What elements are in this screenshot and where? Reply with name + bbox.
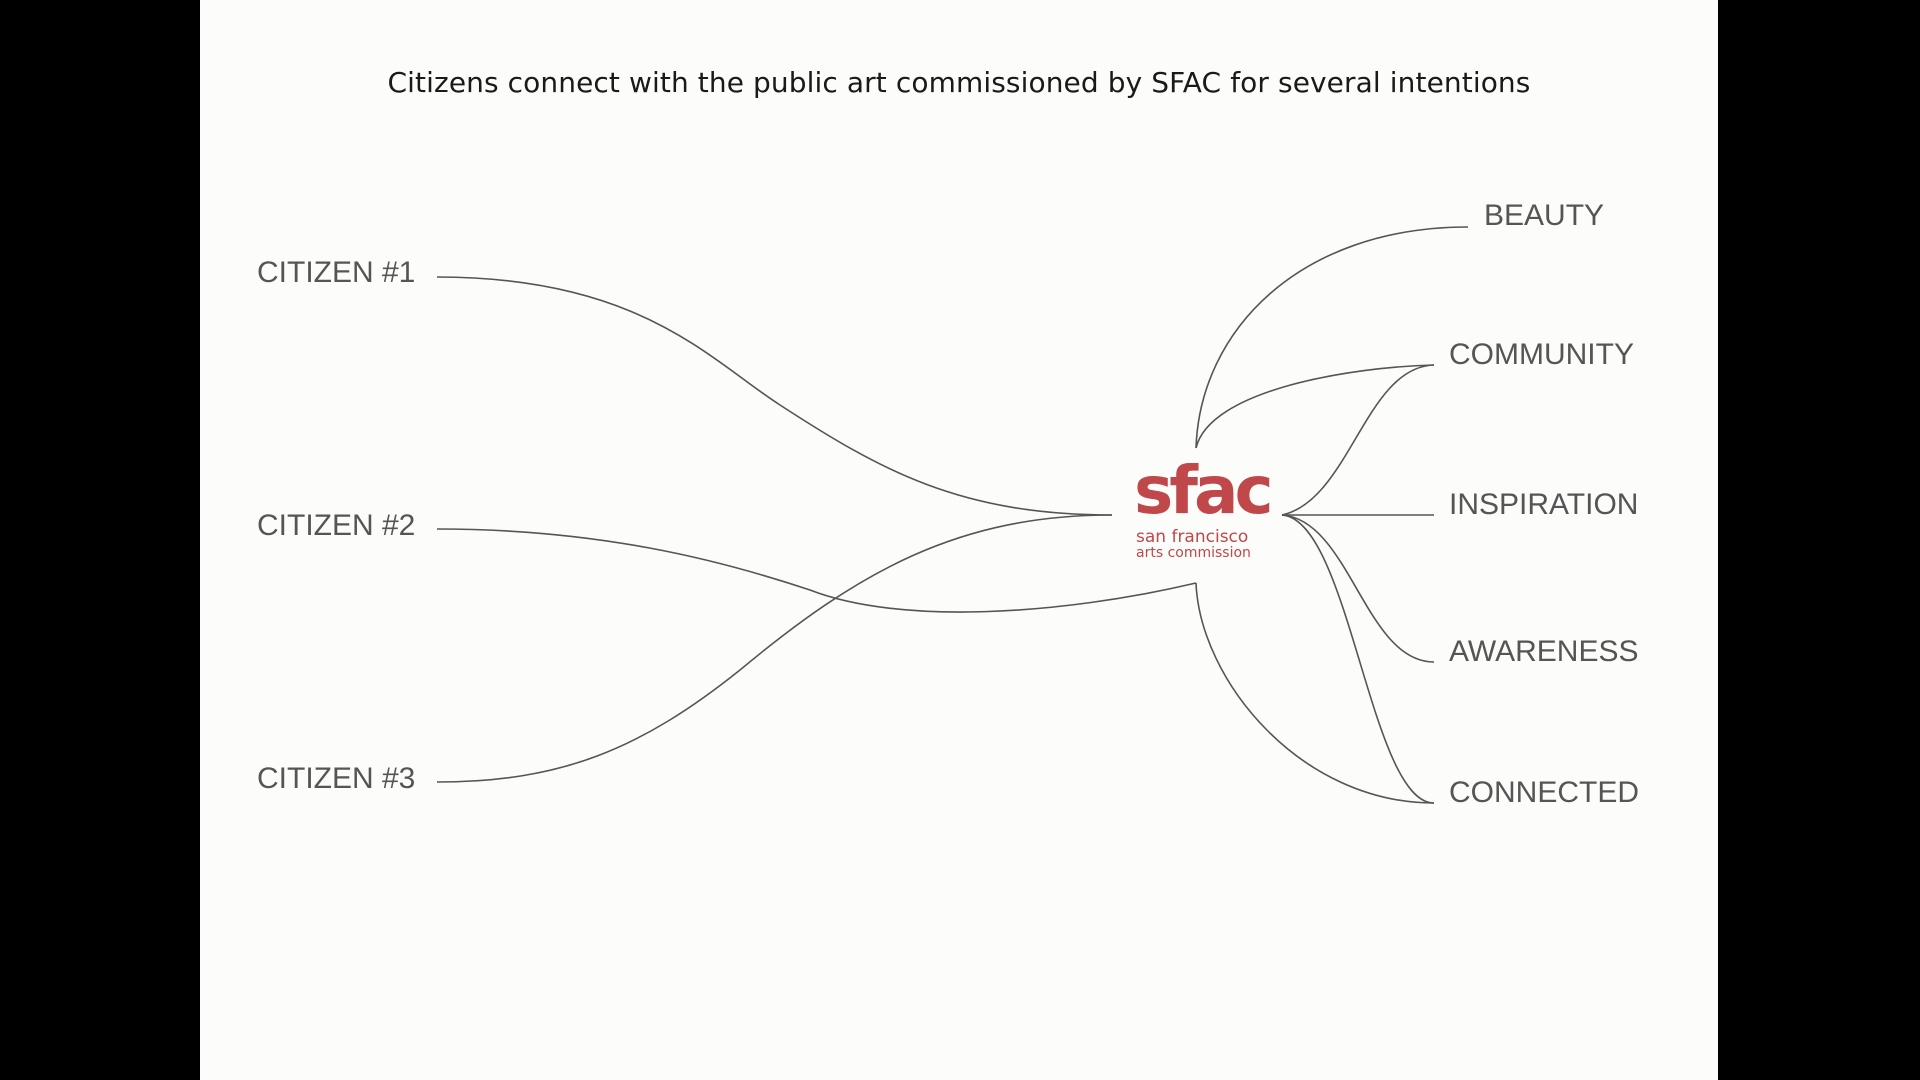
link-awareness [1281, 514, 1435, 663]
link-community-right [1281, 364, 1435, 516]
slide: Citizens connect with the public art com… [200, 0, 1718, 1080]
slide-title: Citizens connect with the public art com… [387, 66, 1531, 99]
intention-connected-label: CONNECTED [1449, 776, 1640, 809]
citizen-1-label: CITIZEN #1 [257, 256, 416, 289]
sfac-logo: sfac san francisco arts commission [1130, 458, 1274, 568]
link-citizen-2 [436, 528, 1197, 613]
link-connected-right [1281, 514, 1435, 804]
link-beauty [1195, 226, 1469, 449]
citizen-3-label: CITIZEN #3 [257, 762, 416, 795]
intention-community-label: COMMUNITY [1449, 338, 1634, 371]
link-citizen-3 [436, 514, 1113, 783]
sfac-wordmark: sfac [1134, 452, 1274, 529]
link-connected-bottom [1195, 582, 1435, 804]
intention-inspiration-label: INSPIRATION [1449, 488, 1639, 521]
sfac-logo-line1: san francisco [1136, 527, 1249, 547]
citizen-2-label: CITIZEN #2 [257, 509, 416, 542]
intention-beauty-label: BEAUTY [1484, 199, 1605, 232]
intention-awareness-label: AWARENESS [1449, 635, 1639, 668]
link-community-top [1195, 364, 1435, 449]
sfac-logo-line2: arts commission [1136, 545, 1251, 561]
link-citizen-1 [436, 276, 1113, 516]
